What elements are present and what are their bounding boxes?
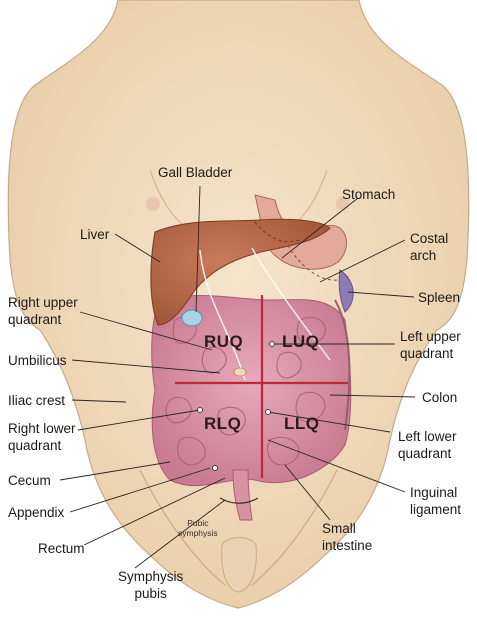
label-inguinal-line-2: ligament (410, 502, 462, 517)
label-right-upper-quadrant: Right upper quadrant (8, 294, 78, 328)
label-costal-arch: Costal arch (410, 230, 448, 264)
anatomy-markers (197, 341, 275, 471)
label-appendix: Appendix (8, 505, 65, 520)
quadrant-rlq: RLQ (204, 414, 242, 433)
leader-lines (59, 185, 416, 569)
label-left-lower-quadrant: Left lower quadrant (398, 428, 457, 462)
rectum-tube (232, 469, 253, 521)
intestine-loops (165, 316, 326, 466)
label-costal-arch-line-1: Costal (410, 231, 449, 246)
genital-shape (221, 537, 257, 593)
label-symphysis-line-1: Symphysis (118, 569, 184, 584)
label-luq-line-1: Left upper (400, 329, 461, 344)
groin-line-left (251, 469, 338, 586)
label-luq-line-2: quadrant (400, 346, 454, 361)
label-colon: Colon (422, 390, 458, 405)
label-right-lower-quadrant: Right lower quadrant (8, 420, 76, 454)
label-rlq-line-1: Right lower (8, 421, 76, 436)
label-pubic-symphysis: Pubic symphysis (178, 518, 218, 538)
label-pubic-line-2: symphysis (178, 528, 218, 538)
label-llq-line-2: quadrant (398, 446, 452, 461)
costal-arch-line-right (199, 249, 246, 381)
quadrant-luq: LUQ (282, 332, 320, 351)
costal-arch-line-left (251, 247, 331, 361)
label-rectum: Rectum (38, 541, 85, 556)
label-small-intestine-line-1: Small (322, 521, 356, 536)
umbilicus-mark (233, 367, 247, 377)
label-rlq-line-2: quadrant (8, 438, 62, 453)
descending-colon (334, 299, 351, 431)
quadrant-ruq: RUQ (204, 332, 244, 351)
label-small-intestine: Small intestine (322, 520, 372, 554)
gallbladder-shape (181, 309, 203, 327)
label-small-intestine-line-2: intestine (322, 538, 373, 553)
pubic-arc (219, 497, 259, 504)
label-inguinal-ligament: Inguinal ligament (410, 484, 461, 518)
label-pubic-line-1: Pubic (187, 518, 209, 528)
label-symphysis-line-2: pubis (134, 586, 167, 601)
label-llq-line-1: Left lower (398, 429, 457, 444)
label-symphysis-pubis: Symphysis pubis (118, 568, 183, 602)
intestine-mass (151, 295, 352, 487)
label-inguinal-line-1: Inguinal (410, 485, 458, 500)
quadrant-llq: LLQ (284, 414, 320, 433)
label-ruq-line-2: quadrant (8, 312, 62, 327)
label-umbilicus: Umbilicus (8, 353, 67, 368)
label-iliac-crest: Iliac crest (8, 393, 66, 408)
label-stomach: Stomach (342, 187, 396, 202)
label-costal-arch-line-2: arch (410, 248, 437, 263)
label-spleen: Spleen (418, 290, 461, 305)
label-ruq-line-1: Right upper (8, 295, 78, 310)
liver-shape (150, 218, 331, 326)
label-left-upper-quadrant: Left upper quadrant (400, 328, 461, 362)
label-gall-bladder: Gall Bladder (158, 165, 233, 180)
label-liver: Liver (80, 227, 110, 242)
label-cecum: Cecum (8, 473, 51, 488)
nipple-right (146, 197, 160, 211)
spleen-shape (338, 269, 354, 313)
